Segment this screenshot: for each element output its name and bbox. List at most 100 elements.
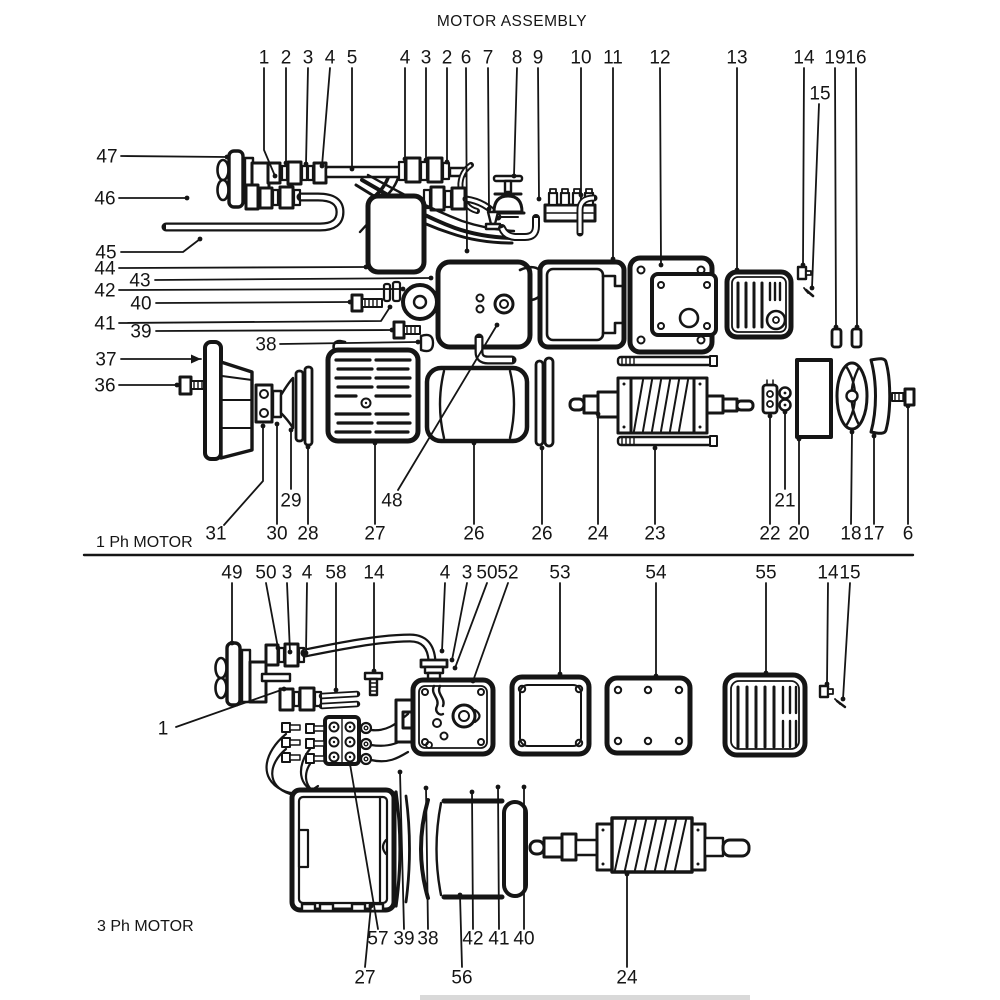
part-number-40-69: 40 bbox=[513, 929, 534, 950]
part-number-3-55: 3 bbox=[462, 563, 473, 584]
leader-line-52 bbox=[472, 582, 509, 682]
leader-line-6 bbox=[465, 67, 468, 252]
leader-line-18 bbox=[850, 431, 853, 525]
leader-dot-53 bbox=[557, 671, 563, 677]
part-number-45-22: 45 bbox=[95, 243, 116, 264]
leader-dot-31 bbox=[260, 423, 266, 429]
key-19 bbox=[830, 327, 843, 349]
leader-line-48 bbox=[397, 324, 498, 491]
leader-dot-43 bbox=[428, 275, 434, 281]
leader-dot-39 bbox=[397, 769, 403, 775]
leader-dot-57 bbox=[347, 761, 353, 767]
leader-dot-58 bbox=[333, 687, 339, 693]
part-number-43-24: 43 bbox=[129, 271, 150, 292]
terminal-bolts bbox=[281, 722, 325, 764]
leader-line-31 bbox=[223, 425, 264, 526]
bolt-40 bbox=[350, 293, 364, 313]
part-number-47-20: 47 bbox=[96, 147, 117, 168]
leader-line-44 bbox=[118, 266, 367, 269]
part-number-6-47: 6 bbox=[903, 524, 914, 545]
part-number-10-12: 10 bbox=[570, 48, 591, 69]
leader-dot-21 bbox=[782, 409, 788, 415]
part-number-4-5: 4 bbox=[400, 48, 411, 69]
leader-line-15 bbox=[811, 103, 820, 289]
leader-dot-29 bbox=[288, 427, 294, 433]
leader-dot-27 bbox=[368, 903, 374, 909]
leader-arrow-37 bbox=[191, 354, 201, 364]
rotor-assembly-24b bbox=[528, 816, 751, 874]
tie-rod-top bbox=[616, 355, 714, 367]
leader-dot-6 bbox=[464, 248, 470, 254]
leader-line-9 bbox=[537, 67, 540, 200]
leader-line-4 bbox=[321, 67, 331, 167]
cone-29 bbox=[279, 376, 295, 430]
leader-dot-52 bbox=[470, 678, 476, 684]
part-number-4-54: 4 bbox=[440, 563, 451, 584]
leader-dot-15 bbox=[809, 285, 815, 291]
rotor-assembly-24 bbox=[568, 355, 755, 447]
leader-dot-4 bbox=[303, 650, 309, 656]
part-number-3-6: 3 bbox=[421, 48, 432, 69]
leader-dot-3 bbox=[423, 157, 429, 163]
leader-dot-10 bbox=[578, 192, 584, 198]
leader-line-3 bbox=[286, 582, 291, 653]
foot-valve bbox=[486, 210, 500, 226]
one-ph-motor-drawing bbox=[161, 149, 916, 461]
part-number-44-23: 44 bbox=[94, 259, 116, 280]
part-number-48-37: 48 bbox=[381, 491, 402, 512]
key-16 bbox=[850, 327, 863, 349]
part-number-6-8: 6 bbox=[461, 48, 472, 69]
part-number-56-71: 56 bbox=[451, 968, 472, 989]
leader-dot-44 bbox=[363, 264, 369, 270]
part-number-27-70: 27 bbox=[354, 968, 375, 989]
part-number-28-35: 28 bbox=[297, 524, 318, 545]
motor-frame-27 bbox=[289, 787, 411, 913]
bolt-36 bbox=[178, 375, 193, 396]
leader-dot-38 bbox=[423, 785, 429, 791]
leader-line-4 bbox=[305, 582, 308, 654]
leader-line-43 bbox=[154, 277, 432, 281]
part-number-29-34: 29 bbox=[280, 491, 301, 512]
leader-dot-41 bbox=[495, 784, 501, 790]
part-number-50-49: 50 bbox=[255, 563, 276, 584]
part-number-27-36: 27 bbox=[364, 524, 385, 545]
part-number-42-67: 42 bbox=[462, 929, 483, 950]
part-number-14-61: 14 bbox=[817, 563, 839, 584]
part-number-16-18: 16 bbox=[845, 48, 866, 69]
part-number-18-45: 18 bbox=[840, 524, 861, 545]
part-number-54-59: 54 bbox=[645, 563, 667, 584]
part-number-3-50: 3 bbox=[282, 563, 293, 584]
housing-11 bbox=[537, 259, 627, 350]
part-number-2-1: 2 bbox=[281, 48, 292, 69]
pin-41b bbox=[391, 280, 402, 303]
cover-plate-54 bbox=[604, 675, 693, 756]
leader-line-15 bbox=[842, 582, 851, 700]
part-number-14-53: 14 bbox=[363, 563, 385, 584]
part-number-15-62: 15 bbox=[839, 563, 860, 584]
leader-dot-7 bbox=[486, 206, 492, 212]
leader-dot-46 bbox=[184, 195, 190, 201]
part-number-30-33: 30 bbox=[266, 524, 287, 545]
leader-dot-41 bbox=[387, 304, 393, 310]
page-title: MOTOR ASSEMBLY bbox=[437, 13, 587, 30]
leader-dot-30 bbox=[274, 421, 280, 427]
leader-dot-49 bbox=[229, 640, 235, 646]
part-number-26-39: 26 bbox=[531, 524, 552, 545]
leader-dot-26 bbox=[539, 445, 545, 451]
wedge-38 bbox=[419, 333, 435, 353]
section-label-3ph: 3 Ph MOTOR bbox=[97, 918, 194, 935]
leader-line-38 bbox=[425, 787, 429, 930]
leader-dot-19 bbox=[833, 324, 839, 330]
leader-dot-3 bbox=[287, 649, 293, 655]
pump-head-52 bbox=[394, 677, 496, 757]
stator-cylinder-26 bbox=[424, 356, 555, 448]
regulator-valve bbox=[484, 174, 526, 231]
part-number-14-16: 14 bbox=[793, 48, 815, 69]
finned-box-27 bbox=[325, 339, 421, 444]
leader-dot-8 bbox=[511, 173, 517, 179]
vent-grille-13 bbox=[724, 269, 794, 340]
part-number-23-41: 23 bbox=[644, 524, 665, 545]
leader-dot-42 bbox=[469, 789, 475, 795]
tie-rod-bottom-23 bbox=[616, 435, 714, 447]
leader-line-41 bbox=[497, 786, 500, 930]
